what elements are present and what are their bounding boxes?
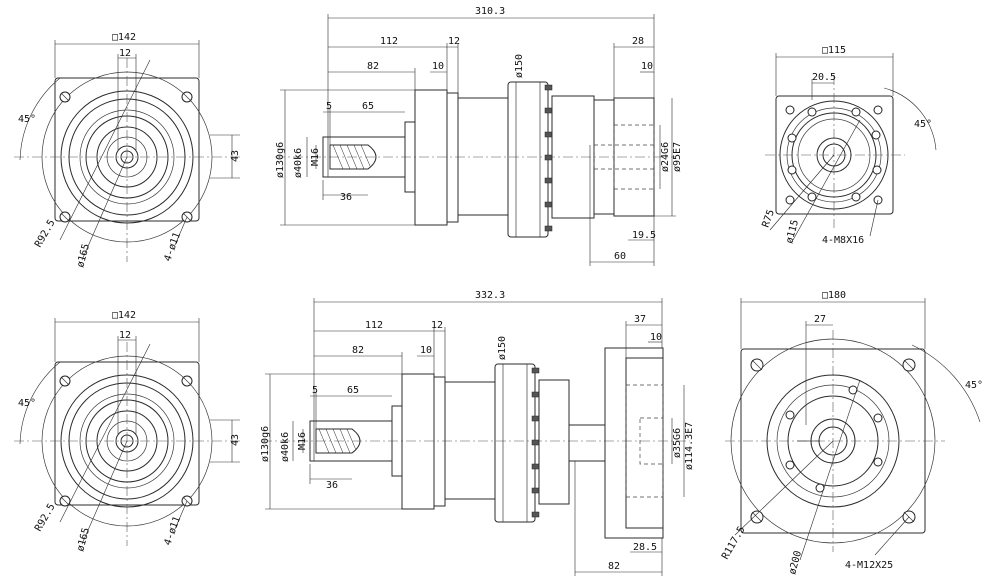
- dim-10: 10: [420, 345, 432, 356]
- dim-r: R92.5: [33, 502, 58, 534]
- dim-angle: 45°: [965, 380, 983, 391]
- dim-36: 36: [326, 480, 338, 491]
- dim-28: 28: [632, 36, 644, 47]
- dim-d200: ø200: [787, 550, 804, 576]
- bottom-right-front-view: □180 27 45° R117.5 ø200 4-M12X25: [720, 290, 983, 576]
- dim-5: 5: [326, 101, 332, 112]
- dim-43: 43: [230, 150, 241, 162]
- dim-angle: 45°: [18, 398, 36, 409]
- dim-112: 112: [380, 36, 398, 47]
- dim-d150: ø150: [514, 54, 525, 78]
- dim-d40: ø40k6: [280, 432, 291, 462]
- dim-holes: 4-ø11: [162, 231, 183, 263]
- dim-square: □142: [112, 310, 136, 321]
- top-side-view: 310.3 112 12 82 10 ø150 28 10 65 5 M16 3…: [275, 6, 683, 266]
- dim-12: 12: [448, 36, 460, 47]
- top-right-front-view: □115 20.5 45° R75 ø115 4-M8X16: [760, 45, 937, 246]
- dim-82b: 82: [608, 561, 620, 572]
- dim-square: □115: [822, 45, 846, 56]
- top-left-front-view: □142 12 45° 43 R92.5 ø165 4-ø11: [14, 32, 241, 269]
- dim-d115: ø115: [784, 219, 801, 245]
- dim-angle: 45°: [18, 114, 36, 125]
- dim-d165: ø165: [75, 527, 92, 553]
- dim-37: 37: [634, 314, 646, 325]
- dim-27: 27: [814, 314, 826, 325]
- dim-65: 65: [347, 385, 359, 396]
- dim-10r: 10: [650, 332, 662, 343]
- dim-square: □180: [822, 290, 846, 301]
- dim-m16: M16: [310, 148, 321, 166]
- dim-d40: ø40k6: [293, 148, 304, 178]
- dim-19-5: 19.5: [632, 230, 656, 241]
- dim-12: 12: [119, 330, 131, 341]
- bottom-left-front-view: □142 12 45° 43 R92.5 ø165 4-ø11: [14, 310, 241, 553]
- dim-43: 43: [230, 434, 241, 446]
- dim-d114: ø114.3E7: [684, 422, 695, 470]
- dim-60: 60: [614, 251, 626, 262]
- dim-m16: M16: [297, 432, 308, 450]
- dim-square: □142: [112, 32, 136, 43]
- dim-angle: 45°: [914, 119, 932, 130]
- dim-r75: R75: [760, 208, 777, 229]
- dim-d130: ø130g6: [275, 142, 286, 178]
- dim-total: 310.3: [475, 6, 505, 17]
- dim-d150: ø150: [497, 336, 508, 360]
- dim-holes: 4-M12X25: [845, 560, 893, 571]
- dim-10r: 10: [641, 61, 653, 72]
- dim-82: 82: [367, 61, 379, 72]
- dim-d35: ø35G6: [672, 428, 683, 458]
- dim-d165: ø165: [75, 243, 92, 269]
- dim-total: 332.3: [475, 290, 505, 301]
- dim-d130: ø130g6: [260, 426, 271, 462]
- dim-holes: 4-ø11: [162, 515, 183, 547]
- dim-5: 5: [312, 385, 318, 396]
- dim-r: R117.5: [720, 525, 748, 562]
- dim-r: R92.5: [33, 218, 58, 250]
- dim-28-5: 28.5: [633, 542, 657, 553]
- dim-65: 65: [362, 101, 374, 112]
- dim-12: 12: [119, 48, 131, 59]
- dim-holes: 4-M8X16: [822, 235, 864, 246]
- dim-82: 82: [352, 345, 364, 356]
- dim-20-5: 20.5: [812, 72, 836, 83]
- dim-12: 12: [431, 320, 443, 331]
- dim-d24: ø24G6: [660, 142, 671, 172]
- bottom-side-view: 332.3 112 12 82 10 ø150 37 10 65 5 M16 3…: [260, 290, 695, 576]
- dim-d95: ø95E7: [672, 142, 683, 172]
- dim-36: 36: [340, 192, 352, 203]
- dim-10: 10: [432, 61, 444, 72]
- dim-112: 112: [365, 320, 383, 331]
